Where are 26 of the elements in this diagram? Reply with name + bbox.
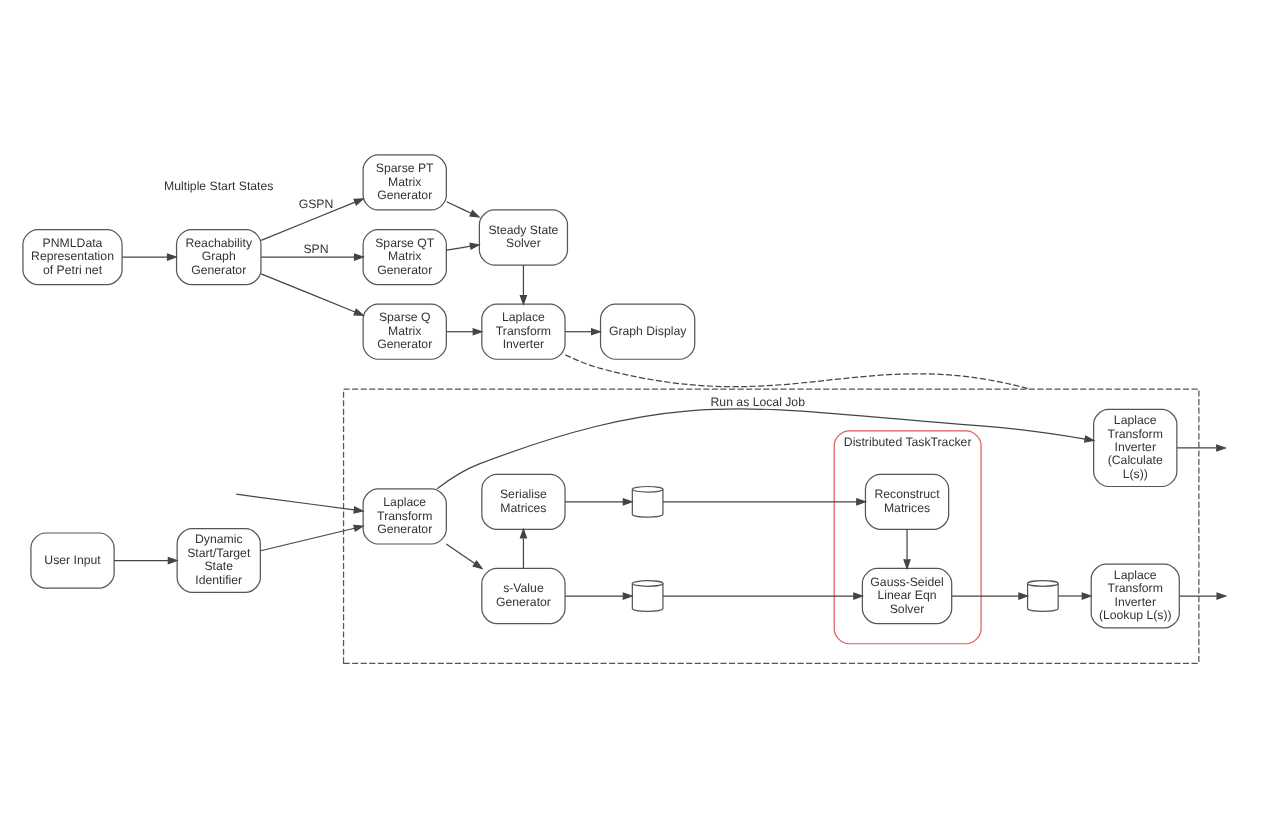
arrow [436,408,1096,490]
arrow [951,592,1030,600]
arrow [260,524,365,552]
arrow [662,497,868,506]
arrow [235,493,365,514]
arrow [113,556,179,565]
arrow [260,198,365,241]
arrow [121,253,178,261]
arrow [903,528,911,571]
arrow [564,327,602,336]
arrow [1178,592,1228,600]
cluster [342,388,1200,664]
arrow [1176,444,1228,452]
arrow [260,253,365,261]
arrow [446,327,484,336]
connector [564,354,1031,390]
arrow [564,497,634,506]
arrow [260,273,365,316]
arrow [446,201,481,218]
arrow [1057,592,1093,600]
arrow [662,592,865,600]
arrow [519,264,528,306]
arrow [445,543,484,570]
arrow [446,242,481,251]
arrow [519,527,528,569]
arrow [564,592,634,600]
